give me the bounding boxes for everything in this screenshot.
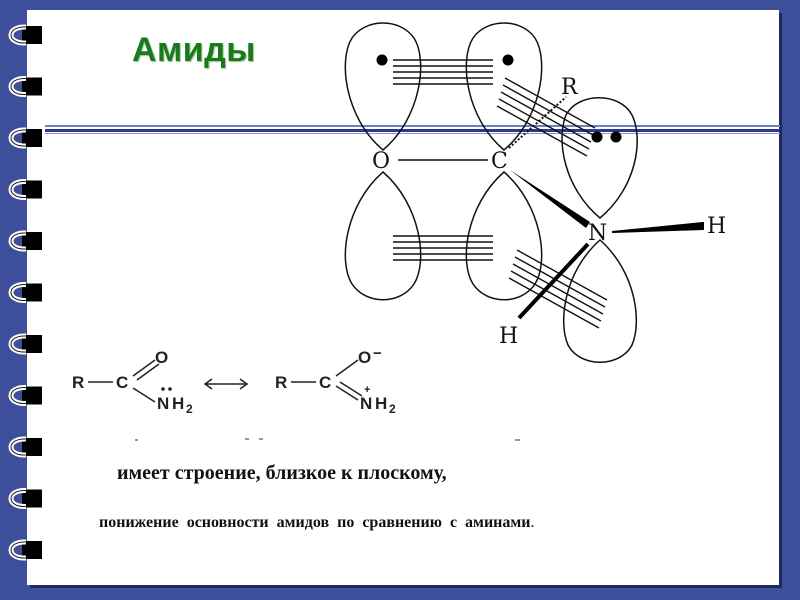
binder-ring <box>8 179 42 200</box>
binder-ring <box>8 76 42 97</box>
resonance-arrow <box>203 378 249 390</box>
binder-ring <box>8 385 42 406</box>
electron-o <box>376 54 388 66</box>
resonance-structure-left: R C O N H 2 <box>72 348 193 416</box>
body-text-line-2: понижение основности амидов по сравнению… <box>99 514 535 532</box>
cropped-text-remnant <box>135 438 520 441</box>
orbital-lobe-o-top <box>344 22 422 151</box>
resonance-structure-right: R C O − + N H 2 <box>275 345 396 416</box>
svg-text:2: 2 <box>389 402 396 416</box>
title-divider <box>45 124 780 136</box>
slide-page <box>27 10 779 585</box>
lone-pair-n-2 <box>610 131 622 143</box>
atom-r: R <box>561 75 579 100</box>
lone-pair-n-1 <box>591 131 603 143</box>
orbital-lobe-c-bottom <box>465 171 543 301</box>
svg-text:N: N <box>157 394 169 413</box>
orbital-lobe-n-bottom <box>562 238 638 363</box>
orbital-lobe-n-top <box>561 97 638 219</box>
page-title: Амиды <box>132 31 256 69</box>
binder-ring <box>8 436 42 458</box>
notebook-rings <box>8 24 42 561</box>
svg-text:N: N <box>360 394 372 413</box>
bond-n-h-bold <box>517 242 590 320</box>
orbital-lobe-c-top <box>465 22 543 151</box>
bond-n-h-wedge <box>611 221 704 233</box>
svg-text:O: O <box>358 348 371 367</box>
body-text-line-2-end: . <box>530 514 535 531</box>
binder-ring <box>8 230 42 252</box>
atom-c: C <box>491 149 508 174</box>
binder-ring <box>8 282 42 303</box>
binder-ring <box>8 333 42 355</box>
svg-text:R: R <box>275 373 287 392</box>
atom-o: O <box>372 149 390 174</box>
svg-text:R: R <box>72 373 84 392</box>
svg-text:O: O <box>155 348 168 367</box>
pi-overlap-oc-top <box>393 59 493 85</box>
atom-h-right: H <box>707 214 726 239</box>
bond-c-n-wedge <box>510 170 590 228</box>
svg-text:H: H <box>172 394 184 413</box>
body-text-line-2-main: понижение основности амидов по сравнению… <box>99 514 531 531</box>
svg-text:2: 2 <box>186 402 193 416</box>
svg-text:C: C <box>319 373 331 392</box>
svg-text:+: + <box>364 384 370 396</box>
atom-h-bottom: H <box>499 324 518 349</box>
bond-c-r <box>508 96 567 149</box>
binder-ring <box>8 24 42 46</box>
electron-c <box>502 54 514 66</box>
pi-overlap-oc-bottom <box>393 235 493 261</box>
atom-n: N <box>588 221 607 246</box>
pi-overlap-cn-bottom <box>508 249 608 329</box>
binder-ring <box>8 539 42 561</box>
binder-ring <box>8 488 42 509</box>
body-text-line-1: имеет строение, близкое к плоскому, <box>117 462 447 484</box>
pi-overlap-cn-top <box>496 77 596 157</box>
svg-text:−: − <box>373 345 382 362</box>
orbital-lobe-o-bottom <box>344 171 422 301</box>
svg-text:H: H <box>375 394 387 413</box>
binder-ring <box>8 127 42 149</box>
svg-text:C: C <box>116 373 128 392</box>
